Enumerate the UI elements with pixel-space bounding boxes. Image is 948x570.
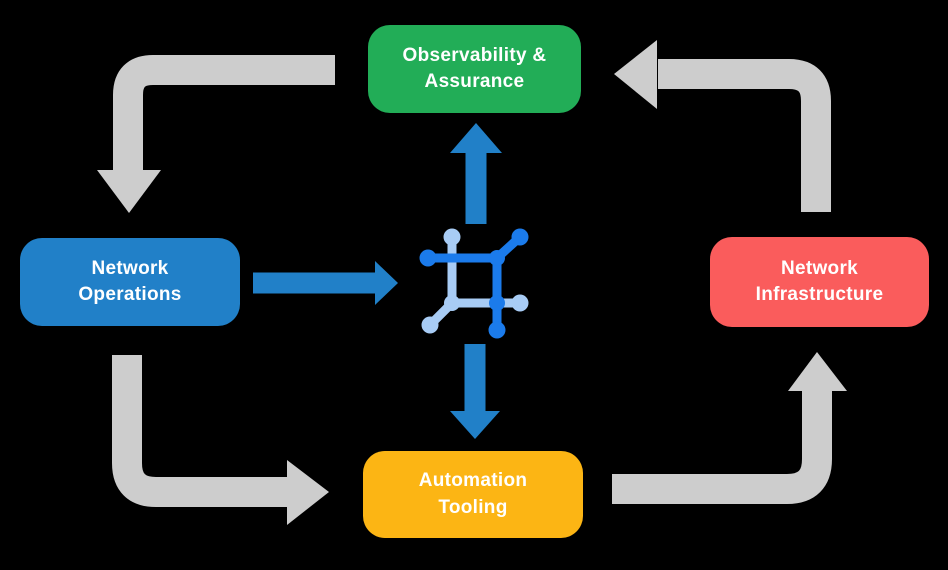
node-network-operations-label: Network Operations <box>78 257 182 305</box>
node-observability-assurance-label: Observability & Assurance <box>402 44 547 92</box>
network-nodes-icon <box>419 228 529 339</box>
gray-arrow-infrastructure-to-observability-icon <box>614 40 831 212</box>
gray-arrow-observability-to-operations-icon <box>97 55 335 213</box>
node-observability-assurance: Observability & Assurance <box>368 25 581 113</box>
node-network-infrastructure-label: Network Infrastructure <box>755 257 884 305</box>
node-automation-tooling: Automation Tooling <box>363 451 583 538</box>
node-network-operations: Network Operations <box>20 238 240 326</box>
blue-arrow-operations-to-center-icon <box>253 261 398 305</box>
node-network-infrastructure: Network Infrastructure <box>710 237 929 327</box>
blue-arrow-center-to-automation-icon <box>450 344 500 439</box>
gray-arrow-operations-to-automation-icon <box>112 355 329 525</box>
blue-arrow-center-to-observability-icon <box>450 123 502 224</box>
gray-arrow-automation-to-infrastructure-icon <box>612 352 847 504</box>
node-automation-tooling-label: Automation Tooling <box>418 470 528 518</box>
